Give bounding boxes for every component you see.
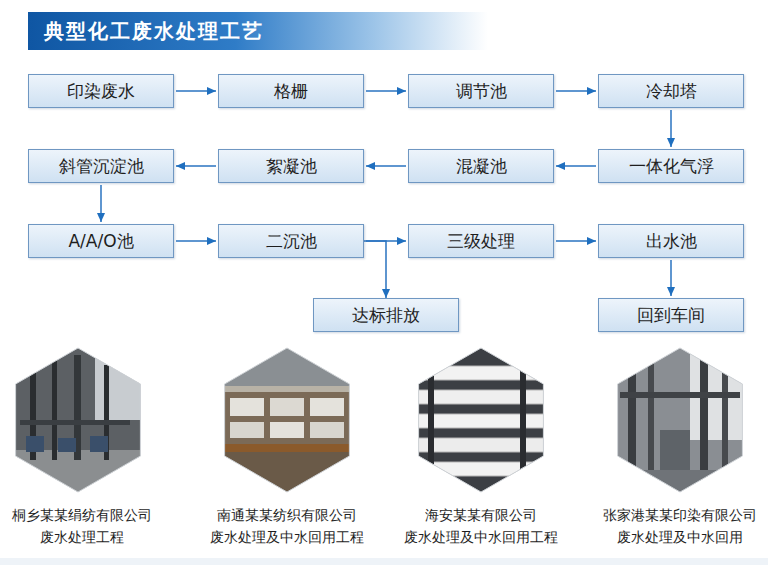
- pipe: [20, 420, 130, 425]
- box-label: 格栅: [274, 80, 308, 103]
- photo-pump-room: [14, 346, 144, 496]
- process-box: 调节池: [408, 74, 554, 108]
- box-label: 达标排放: [352, 304, 420, 327]
- hexagon-frame: [419, 348, 544, 492]
- tank-surface: [222, 392, 352, 444]
- hexagon-frame: [618, 348, 743, 492]
- box-label: 印染废水: [67, 80, 135, 103]
- process-box: 二沉池: [218, 224, 364, 258]
- pipe: [620, 392, 740, 398]
- flow-arrow: [556, 165, 596, 167]
- project-caption: 桐乡某某绢纺有限公司: [12, 507, 152, 525]
- pump: [58, 438, 76, 452]
- project-caption: 张家港某某印染有限公司: [603, 507, 757, 525]
- box-label: 调节池: [456, 80, 507, 103]
- tank: [660, 430, 690, 470]
- flow-arrow: [556, 90, 596, 92]
- flow-arrow: [100, 185, 102, 222]
- project-caption: 南通某某纺织有限公司: [217, 507, 357, 525]
- photo-bg: [14, 346, 144, 496]
- photo-bg: [615, 346, 745, 496]
- tank-wall: [222, 452, 352, 496]
- flow-arrow: [556, 240, 596, 242]
- bottom-band: [0, 558, 768, 565]
- flow-arrow: [176, 165, 216, 167]
- box-label: 三级处理: [447, 230, 515, 253]
- process-box: 冷却塔: [598, 74, 744, 108]
- flow-arrow: [364, 241, 386, 298]
- process-box: 一体化气浮: [598, 149, 744, 183]
- box-label: 二沉池: [266, 230, 317, 253]
- pipe: [628, 350, 636, 490]
- flow-arrow: [670, 260, 672, 296]
- process-box: 三级处理: [408, 224, 554, 258]
- process-box: 印染废水: [28, 74, 174, 108]
- frame: [428, 350, 434, 496]
- foam: [230, 422, 264, 438]
- title-text: 典型化工废水处理工艺: [28, 12, 488, 50]
- hexagon-frame: [225, 348, 350, 492]
- box-label: 冷却塔: [646, 80, 697, 103]
- flow-arrow: [366, 165, 406, 167]
- photo-tank: [222, 346, 352, 496]
- title-bar: 典型化工废水处理工艺: [28, 12, 488, 50]
- photo-membranes: [410, 346, 550, 496]
- process-box: 格栅: [218, 74, 364, 108]
- pump: [26, 436, 44, 452]
- foam: [310, 398, 344, 416]
- process-box: A/A/O池: [28, 224, 174, 258]
- process-box: 达标排放: [313, 298, 459, 332]
- hexagon-frame: [16, 348, 141, 492]
- foam: [310, 422, 344, 438]
- building: [222, 346, 352, 386]
- box-label: 絮凝池: [266, 155, 317, 178]
- box-label: 出水池: [646, 230, 697, 253]
- flow-arrow: [176, 240, 216, 242]
- rail: [222, 444, 352, 452]
- foam: [270, 422, 304, 438]
- photo-equipment: [615, 346, 745, 496]
- foam: [230, 398, 264, 416]
- process-box: 混凝池: [408, 149, 554, 183]
- window-light: [95, 350, 140, 420]
- pipe: [52, 350, 57, 460]
- foam: [270, 398, 304, 416]
- photo-bg: [222, 346, 352, 496]
- process-box: 斜管沉淀池: [28, 149, 174, 183]
- flow-arrow: [670, 110, 672, 147]
- box-label: A/A/O池: [68, 230, 133, 253]
- process-box: 絮凝池: [218, 149, 364, 183]
- box-label: 回到车间: [637, 304, 705, 327]
- project-caption: 海安某某有限公司: [425, 507, 537, 525]
- box-label: 一体化气浮: [629, 155, 714, 178]
- project-caption: 废水处理及中水回用工程: [404, 529, 558, 547]
- box-label: 混凝池: [456, 155, 507, 178]
- process-box: 出水池: [598, 224, 744, 258]
- project-caption: 废水处理及中水回用工程: [210, 529, 364, 547]
- flow-arrow: [176, 90, 216, 92]
- process-box: 回到车间: [598, 298, 744, 332]
- flow-arrow: [366, 90, 406, 92]
- project-caption: 废水处理工程: [40, 529, 124, 547]
- pump: [90, 436, 108, 452]
- pipe: [722, 370, 728, 490]
- box-label: 斜管沉淀池: [59, 155, 144, 178]
- project-caption: 废水处理及中水回用: [617, 529, 743, 547]
